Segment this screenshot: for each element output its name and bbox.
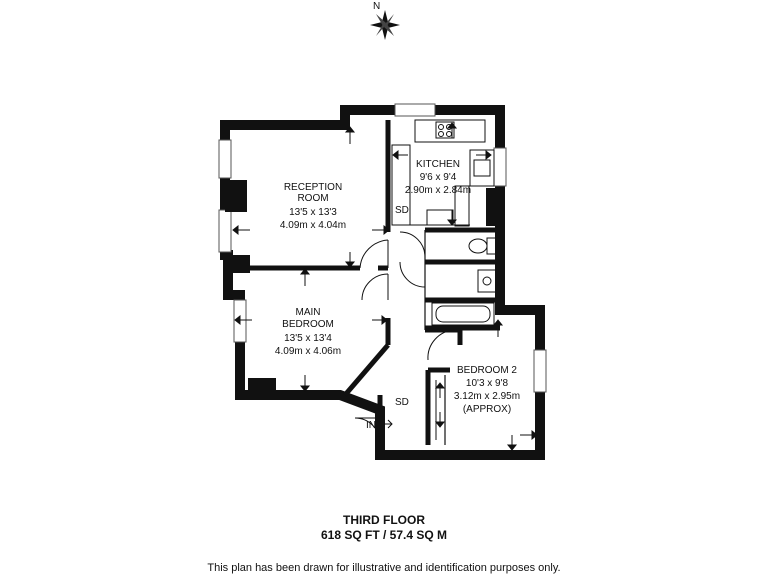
reception-name: RECEPTION — [284, 182, 342, 193]
bedroom2-metric: 3.12m x 2.95m — [454, 391, 520, 402]
entrance-arrow-icon — [378, 419, 393, 429]
chimney-breast — [486, 188, 500, 226]
reception-imperial: 13'5 x 13'3 — [289, 207, 337, 218]
toilet-icon — [468, 238, 488, 254]
basin-icon — [477, 269, 497, 293]
main-bedroom-imperial: 13'5 x 13'4 — [284, 333, 332, 344]
chimney-breast — [225, 180, 247, 212]
dimension-markers — [232, 122, 538, 451]
main-bedroom-name: MAIN — [296, 307, 321, 318]
chimney-breast — [228, 255, 250, 273]
main-bedroom-name-2: BEDROOM — [282, 319, 334, 330]
hob-icon — [435, 121, 455, 139]
compass-rose-icon — [370, 10, 400, 40]
windows — [218, 103, 547, 393]
smoke-detector-label: SD — [395, 397, 409, 408]
disclaimer: This plan has been drawn for illustrativ… — [207, 562, 561, 574]
reception-name-2: ROOM — [297, 193, 328, 204]
bedroom2-name: BEDROOM 2 — [457, 365, 517, 376]
kitchen-name: KITCHEN — [416, 159, 460, 170]
compass-north-label: N — [373, 1, 380, 12]
kitchen-imperial: 9'6 x 9'4 — [420, 172, 457, 183]
doors — [354, 231, 456, 444]
floor-name: THIRD FLOOR — [343, 513, 425, 527]
reception-metric: 4.09m x 4.04m — [280, 220, 346, 231]
kitchen-metric: 2.90m x 2.84m — [405, 185, 471, 196]
main-bedroom-metric: 4.09m x 4.06m — [275, 346, 341, 357]
floor-area: 618 SQ FT / 57.4 SQ M — [320, 528, 448, 542]
bath-icon — [431, 302, 495, 326]
smoke-detector-label: SD — [395, 205, 409, 216]
bedroom2-imperial: 10'3 x 9'8 — [466, 378, 509, 389]
entrance-label: IN — [366, 420, 376, 431]
bedroom2-note: (APPROX) — [463, 404, 511, 415]
chimney-breast — [248, 378, 276, 395]
sink-icon — [473, 159, 491, 177]
bathroom-fittings — [431, 237, 497, 326]
